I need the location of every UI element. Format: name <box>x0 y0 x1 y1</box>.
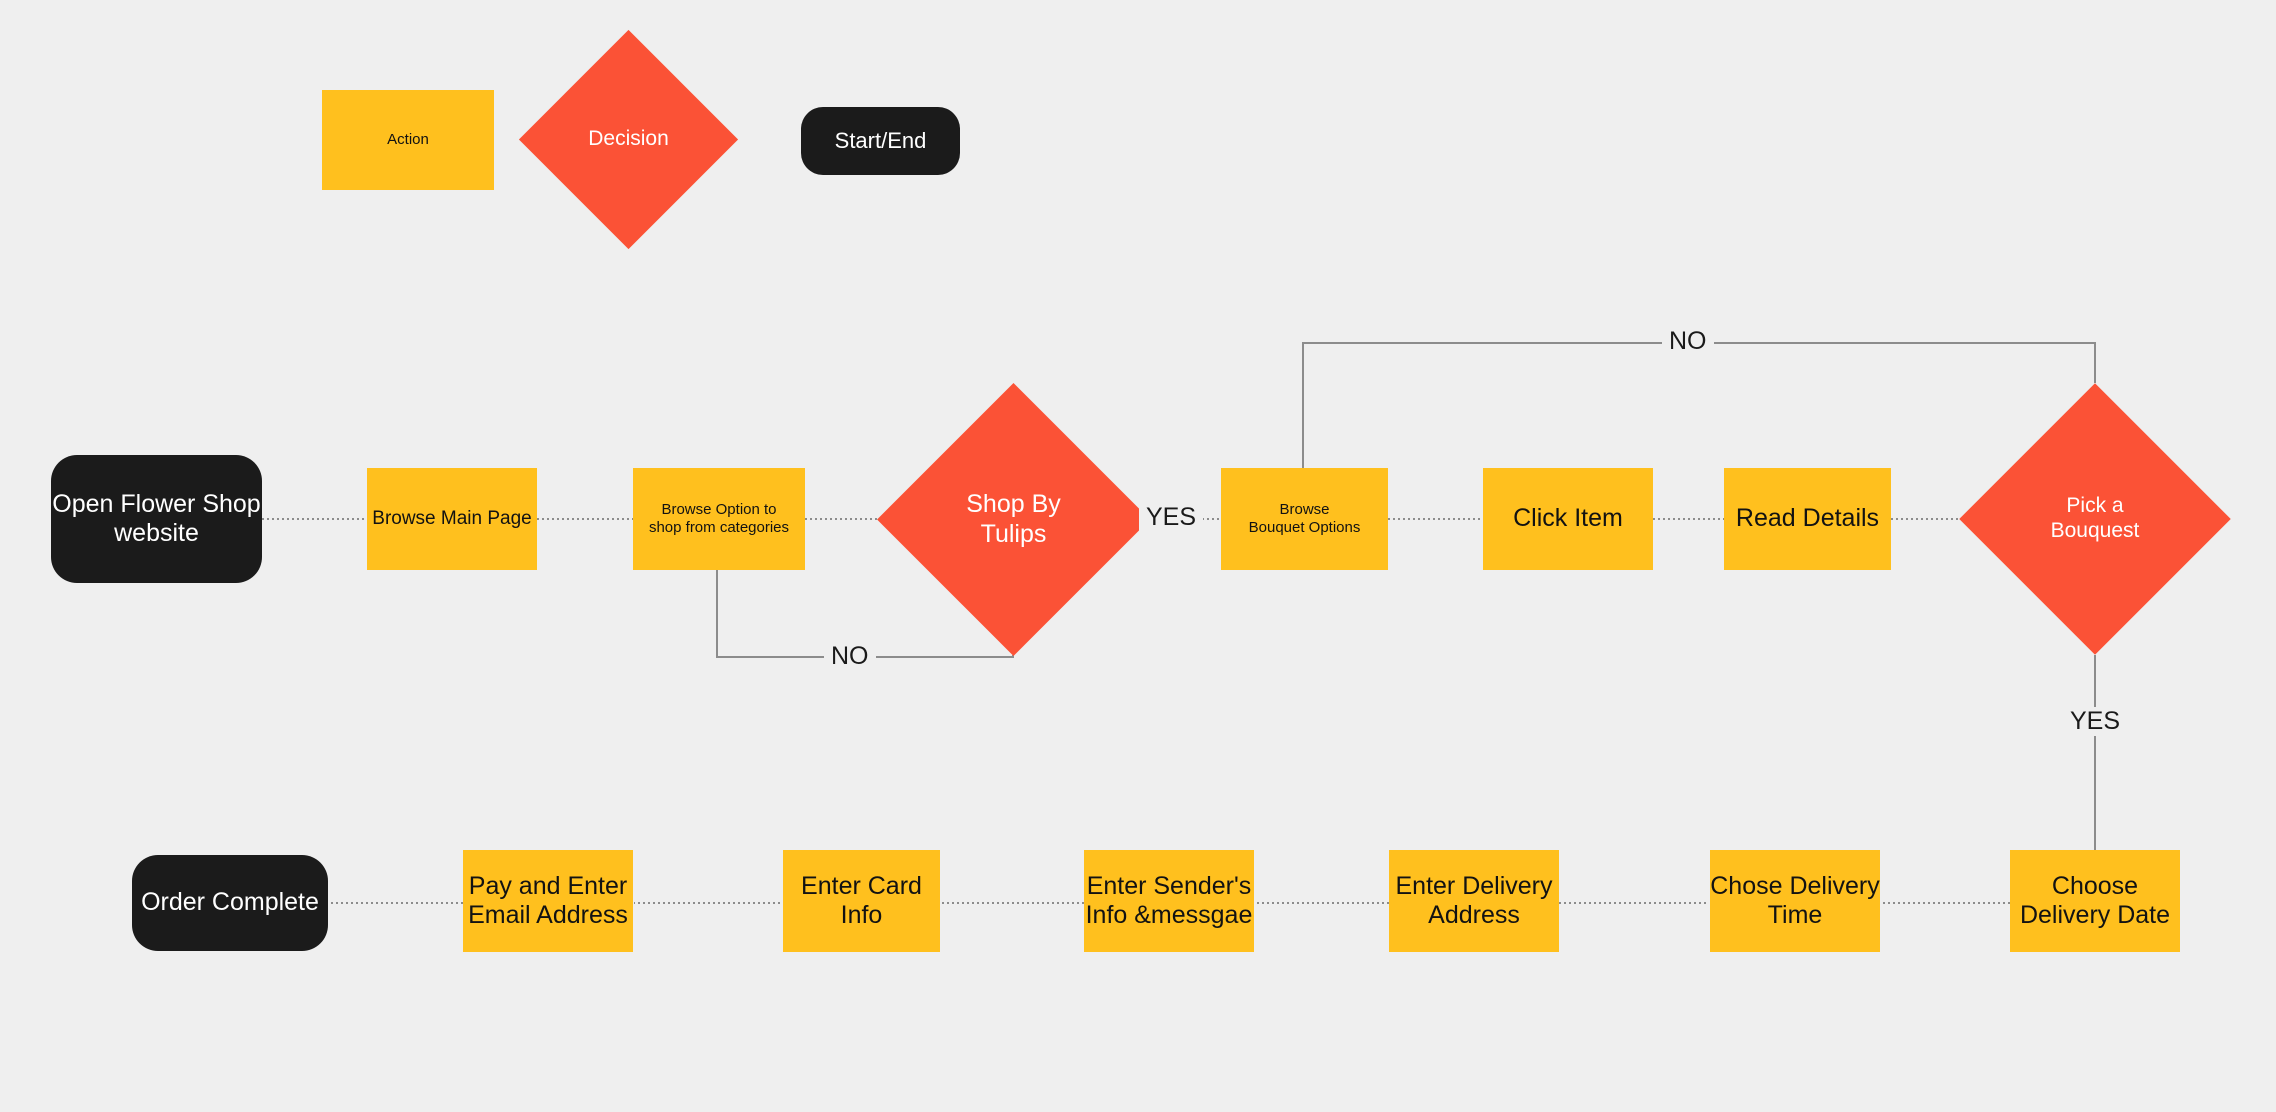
node-start-label: Open Flower Shop website <box>52 489 261 548</box>
node-browse-categories-label: Browse Option to shop from categories <box>648 501 790 536</box>
edge-label-tulips-no: NO <box>824 642 876 671</box>
node-browse-bouquet-options[interactable]: Browse Bouquet Options <box>1221 468 1388 570</box>
edge-pick-a-bouquest-no-loop <box>1302 342 2096 468</box>
node-enter-delivery-address-label: Enter Delivery Address <box>1395 871 1553 930</box>
node-browse-categories[interactable]: Browse Option to shop from categories <box>633 468 805 570</box>
node-chose-delivery-time[interactable]: Chose Delivery Time <box>1710 850 1880 952</box>
node-enter-card-info-label: Enter Card Info <box>801 871 922 930</box>
node-shop-by-tulips[interactable]: Shop By Tulips <box>877 383 1150 656</box>
node-enter-delivery-address[interactable]: Enter Delivery Address <box>1389 850 1559 952</box>
node-choose-delivery-date[interactable]: Choose Delivery Date <box>2010 850 2180 952</box>
node-click-item-label: Click Item <box>1513 504 1623 533</box>
node-start[interactable]: Open Flower Shop website <box>51 455 262 583</box>
node-order-complete-label: Order Complete <box>141 888 319 917</box>
legend-action-shape: Action <box>322 90 494 190</box>
edge-label-bouquest-no: NO <box>1662 327 1714 356</box>
node-enter-sender-info-label: Enter Sender's Info &messgae <box>1085 871 1253 930</box>
node-choose-delivery-date-label: Choose Delivery Date <box>2019 871 2171 930</box>
node-pick-a-bouquest[interactable]: Pick a Bouquest <box>1959 383 2231 655</box>
node-chose-delivery-time-label: Chose Delivery Time <box>1710 871 1880 930</box>
legend-decision-shape: Decision <box>518 29 739 250</box>
node-pay-and-enter-email-label: Pay and Enter Email Address <box>468 871 628 930</box>
node-read-details-label: Read Details <box>1735 504 1880 533</box>
node-enter-card-info[interactable]: Enter Card Info <box>783 850 940 952</box>
node-read-details[interactable]: Read Details <box>1724 468 1891 570</box>
node-pick-a-bouquest-label: Pick a Bouquest <box>2050 494 2140 542</box>
legend-terminal-shape: Start/End <box>801 107 960 175</box>
edge-label-tulips-yes: YES <box>1139 503 1204 532</box>
node-order-complete[interactable]: Order Complete <box>132 855 328 951</box>
node-pay-and-enter-email[interactable]: Pay and Enter Email Address <box>463 850 633 952</box>
node-click-item[interactable]: Click Item <box>1483 468 1653 570</box>
legend-action-label: Action <box>387 131 429 149</box>
node-browse-main-page-label: Browse Main Page <box>372 507 532 529</box>
legend-decision-label: Decision <box>588 127 669 151</box>
node-browse-main-page[interactable]: Browse Main Page <box>367 468 537 570</box>
edge-label-bouquest-yes: YES <box>2063 707 2128 736</box>
legend-terminal-label: Start/End <box>834 128 927 154</box>
node-enter-sender-info[interactable]: Enter Sender's Info &messgae <box>1084 850 1254 952</box>
node-browse-bouquet-options-label: Browse Bouquet Options <box>1248 501 1361 536</box>
node-shop-by-tulips-label: Shop By Tulips <box>966 490 1061 548</box>
